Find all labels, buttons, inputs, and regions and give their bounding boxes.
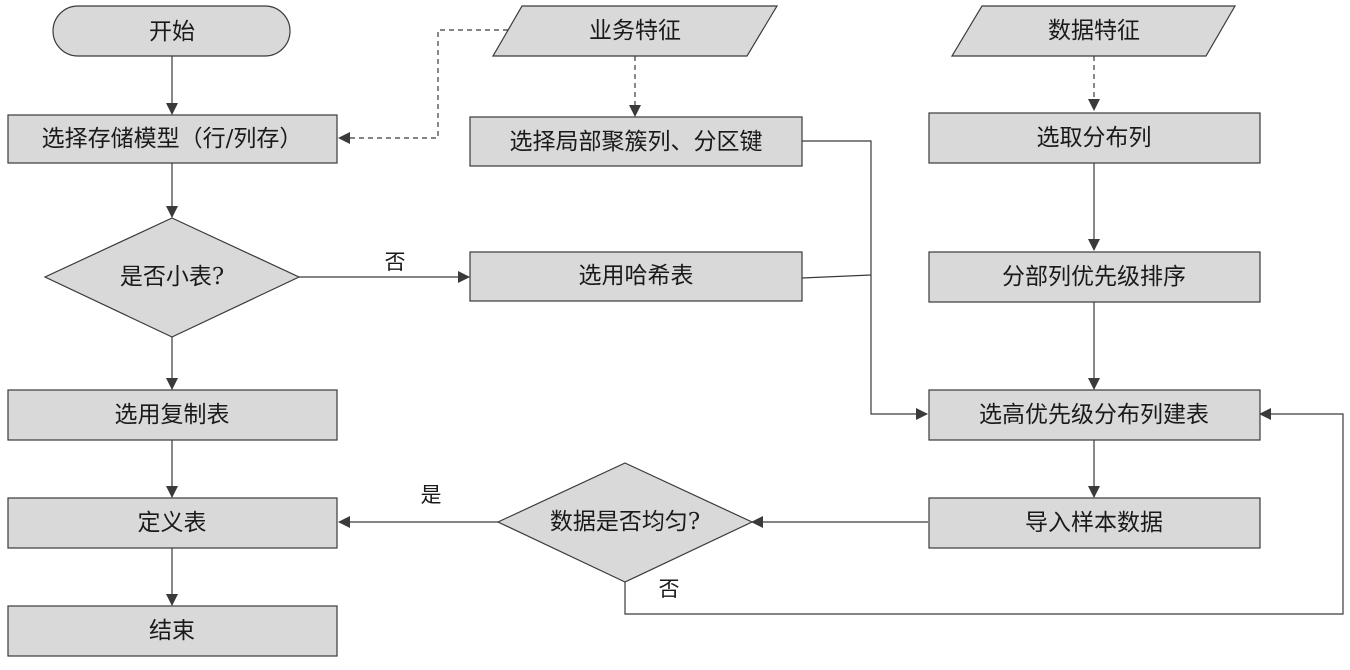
choose-cluster-box: [469, 116, 803, 167]
uniform-yes-label: 是: [421, 483, 442, 507]
use-hash-box: [469, 251, 803, 302]
edge-hash-merge: [801, 274, 872, 279]
choose-storage-label: 选择存储模型（行/列存）: [42, 126, 303, 152]
rank-dist-cols-label: 分部列优先级排序: [1002, 264, 1186, 290]
edge-biz-to-storage: [338, 29, 517, 144]
small-table-no-label: 否: [385, 250, 406, 274]
edge-cluster-to-build: [802, 140, 928, 420]
connectors: [166, 29, 1344, 615]
define-table-box: [7, 497, 338, 549]
use-replicate-box: [7, 389, 338, 441]
rank-dist-cols-box: [928, 251, 1261, 303]
use-hash-label: 选用哈希表: [579, 263, 694, 289]
edge-labels: 否 是 否: [385, 250, 680, 601]
node-labels: 开始 业务特征 数据特征 选择存储模型（行/列存） 选择局部聚簇列、分区键 选取…: [42, 18, 1209, 644]
choose-dist-col-box: [928, 112, 1261, 164]
uniform-no-label: 否: [659, 577, 680, 601]
import-sample-label: 导入样本数据: [1025, 510, 1163, 536]
data-features-io: [950, 5, 1237, 57]
choose-storage-box: [7, 114, 338, 164]
biz-features-io: [491, 5, 779, 57]
choose-cluster-label: 选择局部聚簇列、分区键: [510, 129, 763, 155]
import-sample-box: [928, 497, 1261, 549]
start-terminator: [52, 5, 291, 57]
build-top-col-label: 选高优先级分布列建表: [979, 402, 1209, 428]
use-replicate-label: 选用复制表: [115, 402, 230, 428]
is-small-table-decision: [43, 217, 301, 338]
define-table-label: 定义表: [138, 510, 207, 536]
is-uniform-label: 数据是否均匀?: [550, 509, 700, 535]
build-top-col-box: [928, 389, 1261, 441]
shapes: [7, 5, 1261, 657]
biz-features-label: 业务特征: [589, 18, 681, 44]
data-features-label: 数据特征: [1048, 18, 1140, 44]
edge-uniform-loop-back: [624, 408, 1344, 615]
choose-dist-col-label: 选取分布列: [1037, 125, 1152, 151]
start-label: 开始: [149, 19, 195, 45]
end-box: [7, 605, 338, 657]
is-uniform-decision: [496, 462, 754, 583]
end-label: 结束: [149, 618, 195, 644]
is-small-table-label: 是否小表?: [120, 264, 224, 290]
